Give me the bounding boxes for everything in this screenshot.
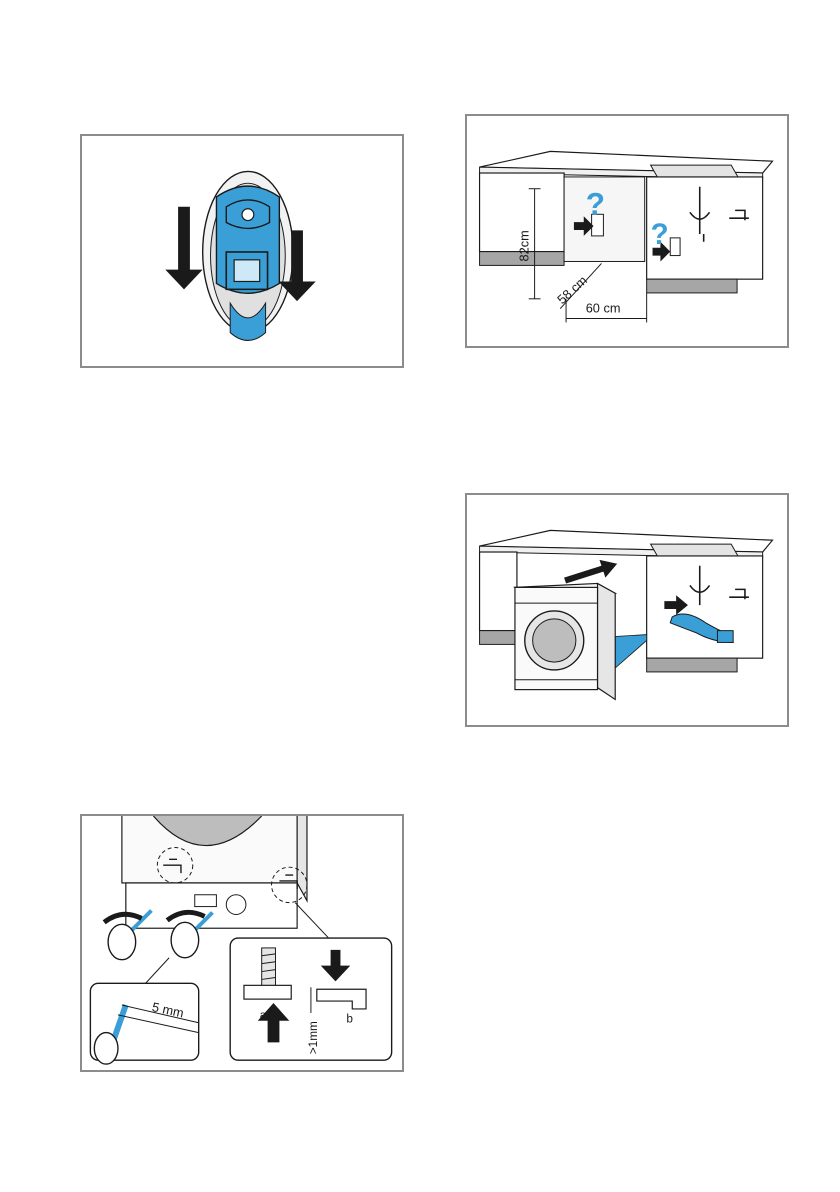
adjust-feet-illustration: 5 mm a b >1mm: [82, 816, 402, 1070]
pump-cover: [226, 895, 246, 915]
square-socket-inner: [234, 260, 260, 282]
question-mark-niche: ?: [586, 186, 605, 221]
figure-push-into-niche: [465, 493, 789, 727]
width-label: 60 cm: [586, 301, 621, 316]
foot-knob-left: [108, 924, 136, 959]
transport-clip-illustration: [82, 136, 402, 366]
right-cabinet: [647, 556, 763, 658]
arrow-push-icon: [564, 560, 617, 584]
callout-line-left: [146, 958, 170, 984]
push-into-niche-illustration: [467, 495, 787, 725]
height-label: 82cm: [517, 230, 532, 261]
callout-line-right: [295, 903, 328, 938]
left-cabinet: [480, 552, 517, 631]
arrow-down-left-icon: [165, 207, 202, 290]
figure-transport-clip: [80, 134, 404, 368]
depth-label: 58 cm: [554, 273, 590, 307]
right-plinth: [647, 279, 737, 293]
min-gap-label: >1mm: [306, 1021, 320, 1054]
detail-knob: [94, 1033, 118, 1065]
hose-connector: [717, 631, 733, 643]
label-a: a: [260, 1008, 267, 1022]
figure-adjust-feet: 5 mm a b >1mm: [80, 814, 404, 1072]
left-plinth: [480, 631, 517, 645]
figure-niche-dimensions: ? ? 82cm 58 cm 60 cm: [465, 114, 789, 348]
label-b: b: [346, 1012, 353, 1026]
clip-hole: [242, 209, 254, 221]
washer-door-glass: [533, 619, 576, 662]
cabinet-connection-opening: [670, 238, 680, 256]
right-plinth: [647, 658, 737, 672]
washer-side: [598, 583, 616, 699]
foot-knob-right: [171, 922, 199, 957]
base-latch: [195, 895, 217, 907]
washer-side: [297, 816, 307, 901]
foot-nut-a: [244, 985, 291, 999]
niche-dimensions-illustration: ? ? 82cm 58 cm 60 cm: [467, 116, 787, 346]
floor-rail: [615, 635, 646, 668]
question-mark-cabinet: ?: [651, 218, 669, 251]
